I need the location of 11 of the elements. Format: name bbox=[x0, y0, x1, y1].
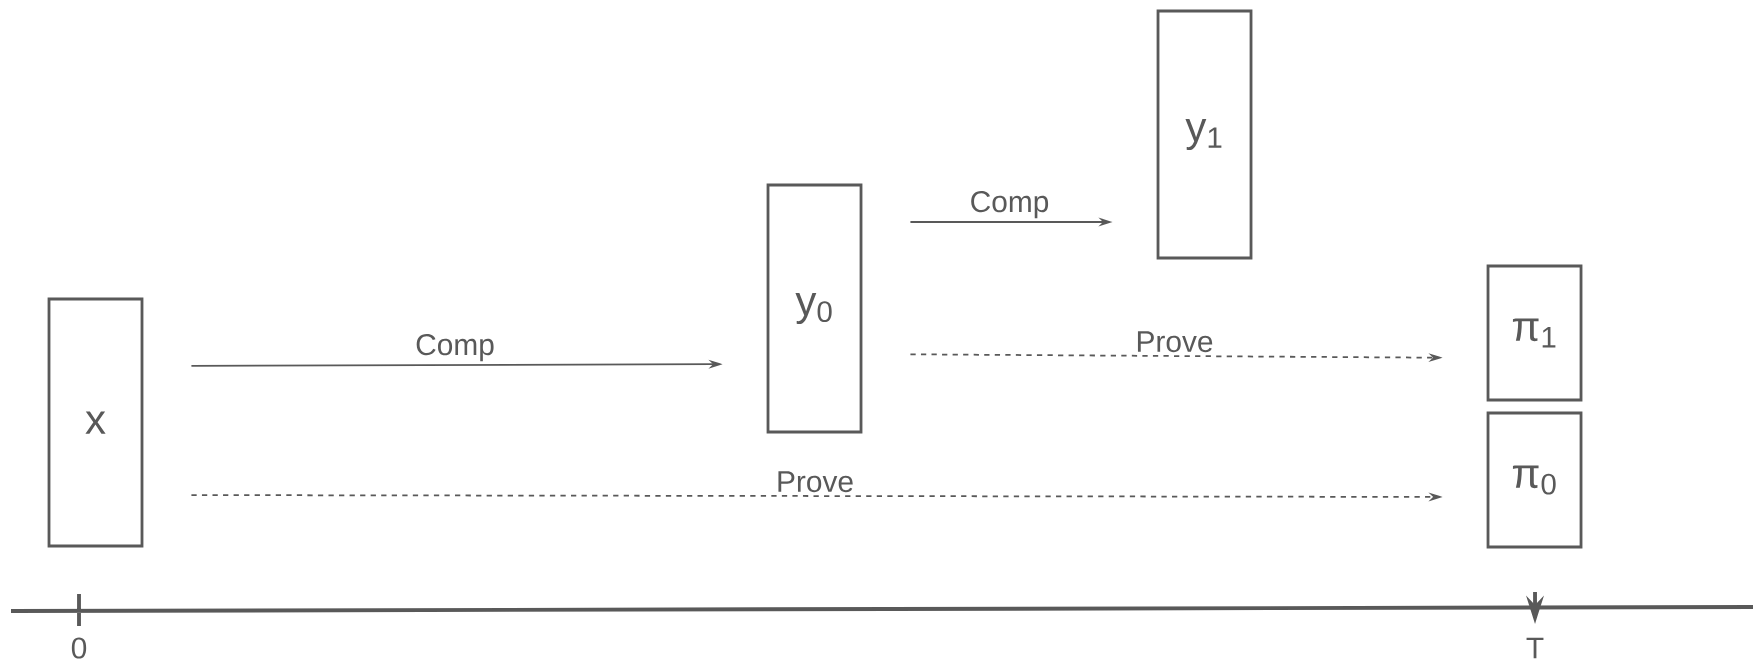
edge-label: Comp bbox=[413, 332, 497, 363]
edge-label: Prove bbox=[774, 469, 856, 494]
axis-tick-label: 0 bbox=[71, 637, 87, 659]
process-box: π$_{0}$ bbox=[1486, 411, 1583, 549]
process-box: x bbox=[47, 297, 144, 548]
process-box: y$_{0}$ bbox=[766, 183, 863, 434]
axis-tick-label: T bbox=[1526, 637, 1544, 659]
edge-label: Comp bbox=[967, 189, 1052, 220]
process-box: y$_{1}$ bbox=[1156, 9, 1253, 260]
edge-label: Prove bbox=[1133, 329, 1216, 354]
process-box: π$_{1}$ bbox=[1486, 264, 1583, 402]
